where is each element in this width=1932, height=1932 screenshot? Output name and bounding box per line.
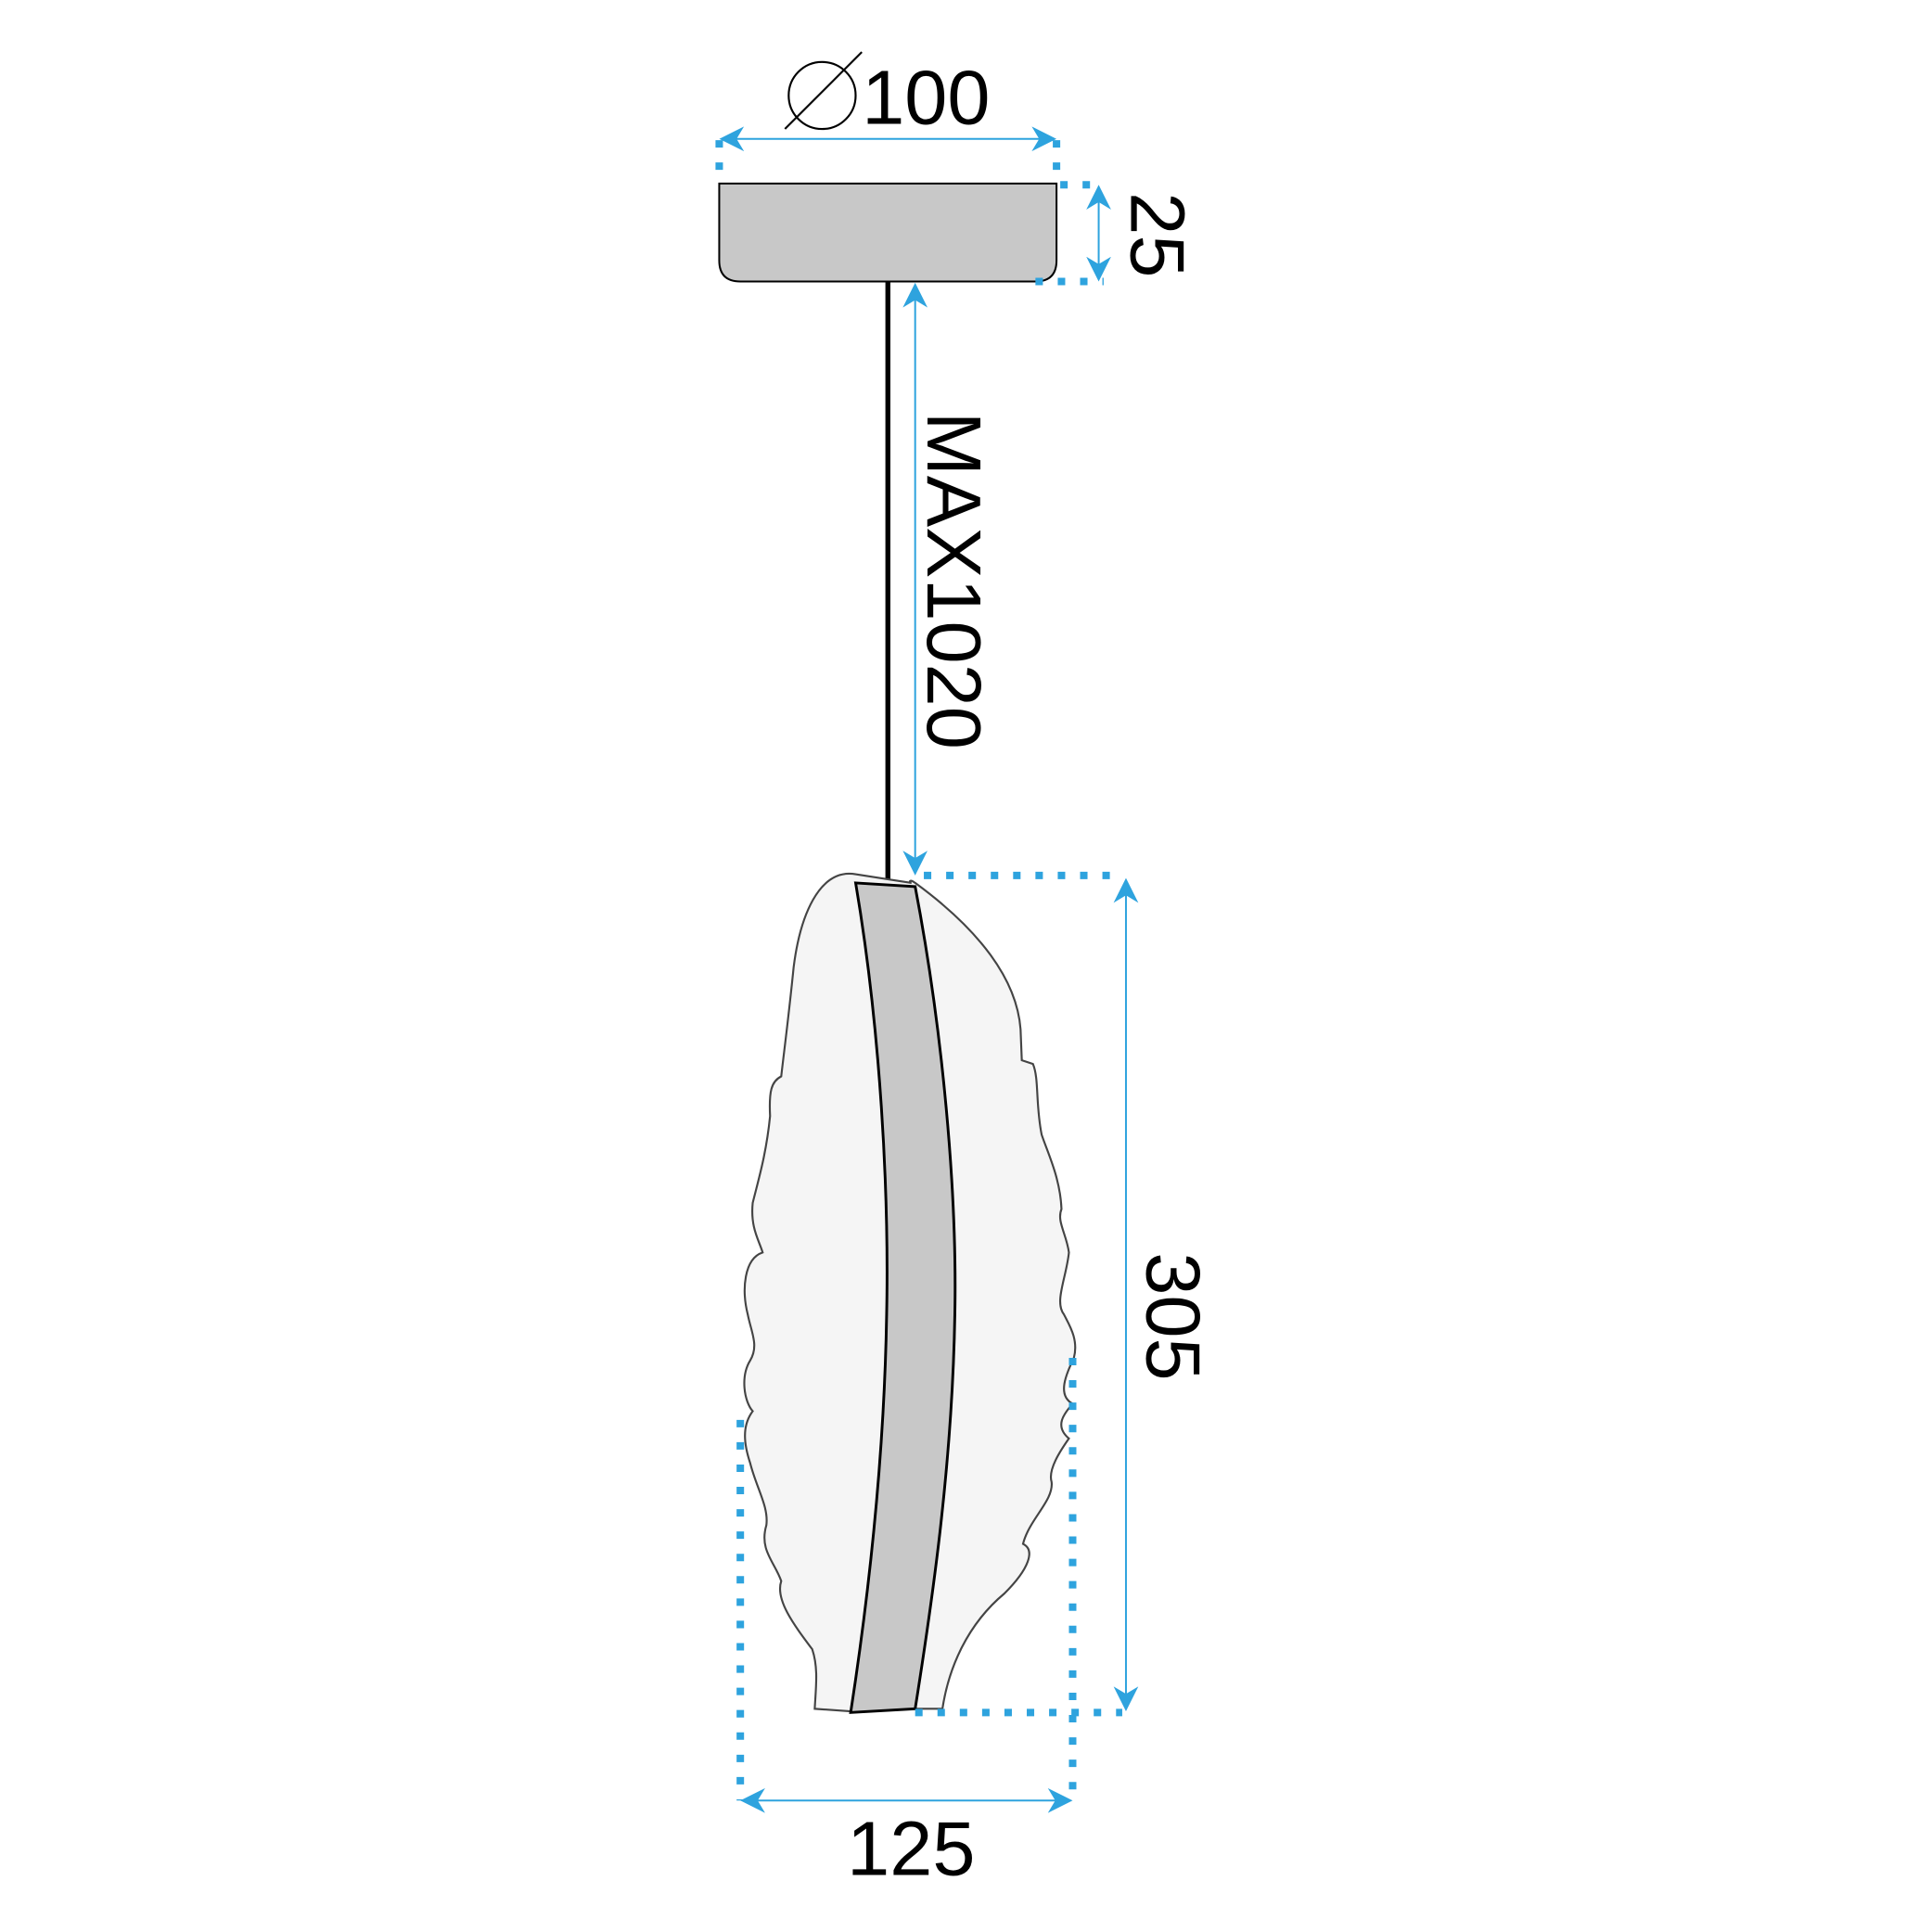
ceiling-canopy [718,182,1058,283]
shade-height-dimension: 305 [915,871,1217,1717]
diameter-value: 100 [862,55,990,141]
cable-length-value: MAX1020 [911,412,997,749]
canopy-height-dimension: 25 [1035,181,1200,286]
shade-width-dimension: 125 [736,1357,1077,1891]
shade-height-value: 305 [1131,1252,1217,1380]
cable-length-dimension: MAX1020 [902,282,997,876]
diameter-dimension: 100 [715,51,1061,184]
canopy-height-value: 25 [1114,192,1200,277]
shade-width-value: 125 [847,1805,975,1891]
diameter-symbol-icon [784,51,863,131]
leaf-shade [743,872,1077,1714]
